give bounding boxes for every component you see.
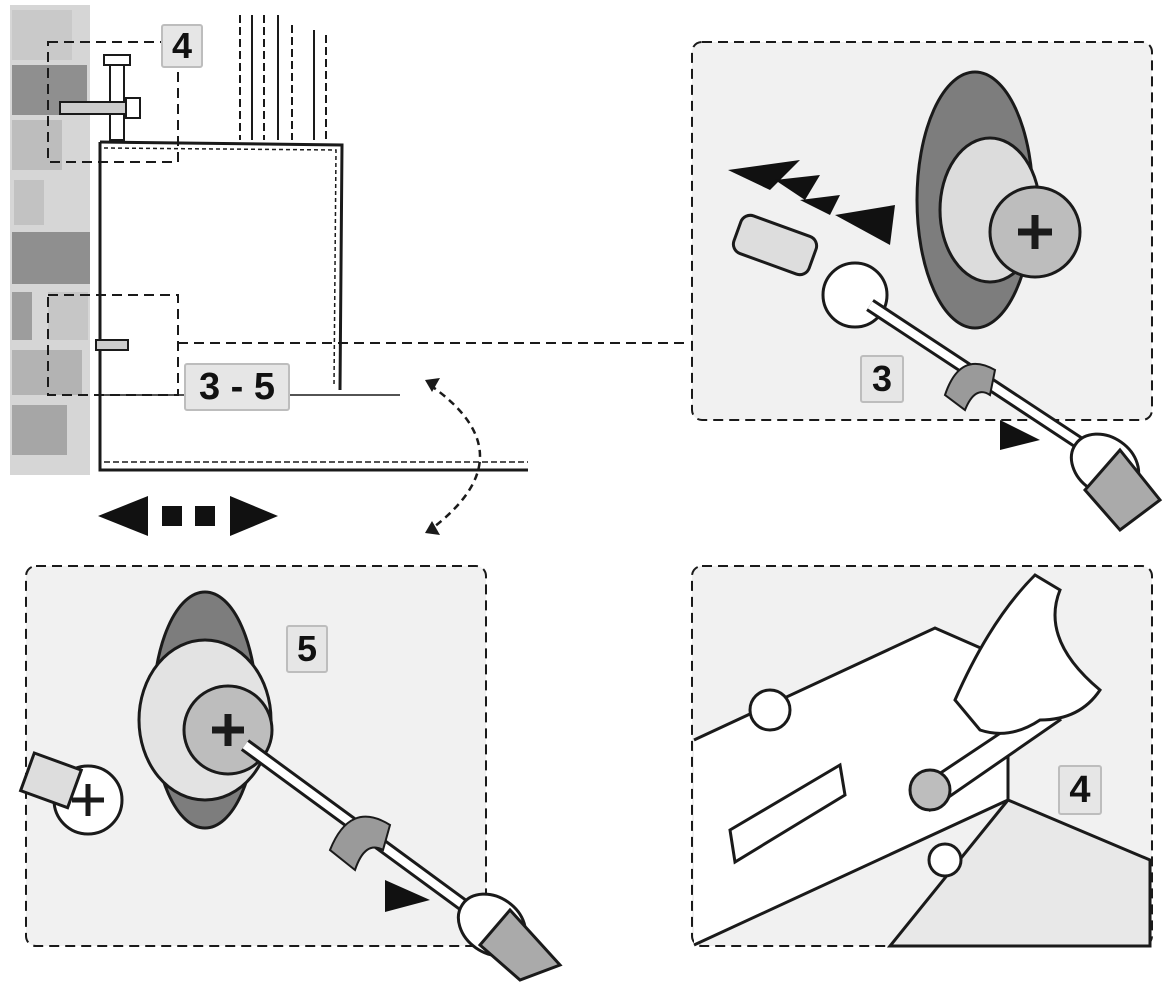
double-arrow-left-right-icon: [98, 496, 278, 536]
insert-arrow-icon: [728, 160, 895, 245]
phillips-screw-icon: [748, 688, 792, 732]
upper-unit-lines: [239, 15, 327, 140]
overview-group: [10, 5, 690, 536]
rotate-arrow-icon: [328, 815, 430, 912]
hand-icon: [953, 573, 1102, 735]
cabinet-outline: [98, 140, 528, 472]
detail-panel-5: [18, 565, 563, 982]
step-label-5: 5: [286, 625, 328, 673]
overview-callouts: [47, 41, 690, 396]
mounting-slot: [728, 762, 847, 865]
detail-panel-4: [691, 565, 1153, 948]
step-label-range: 3 - 5: [184, 363, 290, 411]
side-screw: [95, 339, 129, 351]
curved-swing-arrow-icon: [429, 383, 482, 531]
rotate-arrow-icon: [943, 362, 1040, 450]
step-label-4: 4: [1058, 765, 1102, 815]
step-label-overview-4: 4: [161, 24, 203, 68]
detail-panel-3: [691, 41, 1163, 533]
wall-bracket: [59, 54, 141, 141]
step-label-3: 3: [860, 355, 904, 403]
brick-wall: [10, 5, 90, 475]
